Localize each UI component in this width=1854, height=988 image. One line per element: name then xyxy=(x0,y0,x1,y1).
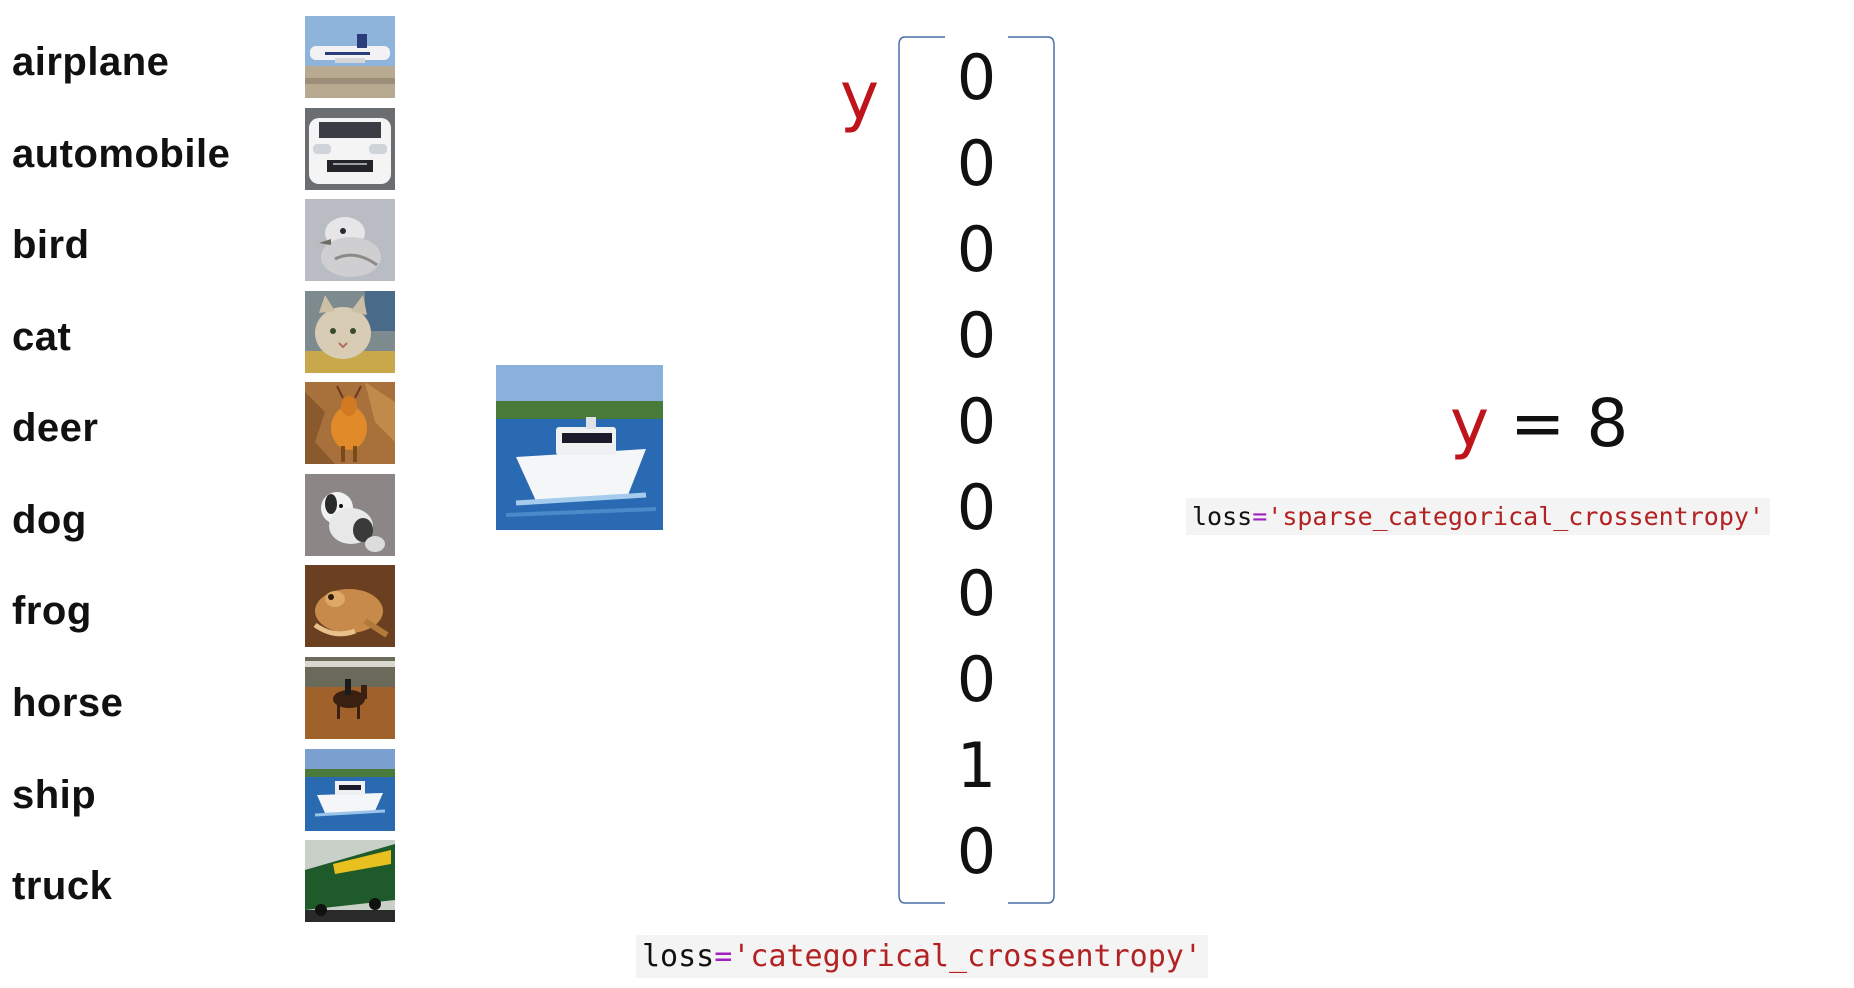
class-row-dog: dog xyxy=(0,474,420,556)
deer-image xyxy=(305,382,395,464)
vector-entry: 1 xyxy=(956,729,997,802)
class-list: airplane automobile xyxy=(0,0,420,940)
sparse-label-value: = 8 xyxy=(1510,385,1629,462)
class-row-deer: deer xyxy=(0,382,420,464)
class-row-airplane: airplane xyxy=(0,16,420,98)
airplane-image xyxy=(305,16,395,98)
one-hot-vector: 0 0 0 0 0 0 0 0 1 0 xyxy=(895,35,1058,905)
frog-image xyxy=(305,565,395,647)
code-keyword: loss xyxy=(642,939,715,974)
class-label: ship xyxy=(12,773,97,817)
sparse-label-equation: y = 8 xyxy=(1450,385,1628,462)
class-row-frog: frog xyxy=(0,565,420,647)
vector-label: y xyxy=(840,58,880,135)
vector-entry: 0 xyxy=(956,385,997,458)
horse-image xyxy=(305,657,395,739)
automobile-image xyxy=(305,108,395,190)
dog-image xyxy=(305,474,395,556)
vector-entry: 0 xyxy=(956,471,997,544)
class-label: dog xyxy=(12,498,87,542)
bird-image xyxy=(305,199,395,281)
vector-entry: 0 xyxy=(956,127,997,200)
class-label: deer xyxy=(12,406,99,450)
vector-entry: 0 xyxy=(956,299,997,372)
vector-entry: 0 xyxy=(956,213,997,286)
class-row-cat: cat xyxy=(0,291,420,373)
sparse-label-variable: y xyxy=(1450,385,1490,462)
vector-entry: 0 xyxy=(956,557,997,630)
code-keyword: loss xyxy=(1192,502,1253,531)
class-label: truck xyxy=(12,864,113,908)
class-row-horse: horse xyxy=(0,657,420,739)
class-label: airplane xyxy=(12,40,170,84)
vector-entry: 0 xyxy=(956,643,997,716)
class-row-bird: bird xyxy=(0,199,420,281)
code-operator: = xyxy=(714,939,733,974)
ship-image xyxy=(305,749,395,831)
code-operator: = xyxy=(1252,502,1268,531)
class-label: bird xyxy=(12,223,90,267)
matrix-brackets xyxy=(898,36,1055,904)
vector-entry: 0 xyxy=(956,815,997,888)
class-row-truck: truck xyxy=(0,840,420,922)
categorical-loss-code: loss='categorical_crossentropy' xyxy=(636,935,1208,978)
ship-image xyxy=(496,365,663,530)
class-label: cat xyxy=(12,315,72,359)
class-label: frog xyxy=(12,589,92,633)
class-label: automobile xyxy=(12,132,231,176)
vector-entry: 0 xyxy=(956,41,997,114)
code-string: 'categorical_crossentropy' xyxy=(732,939,1202,974)
class-label: horse xyxy=(12,681,124,725)
cat-image xyxy=(305,291,395,373)
code-string: 'sparse_categorical_crossentropy' xyxy=(1267,502,1764,531)
class-row-ship: ship xyxy=(0,749,420,831)
truck-image xyxy=(305,840,395,922)
class-row-automobile: automobile xyxy=(0,108,420,190)
sparse-loss-code: loss='sparse_categorical_crossentropy' xyxy=(1186,498,1770,535)
